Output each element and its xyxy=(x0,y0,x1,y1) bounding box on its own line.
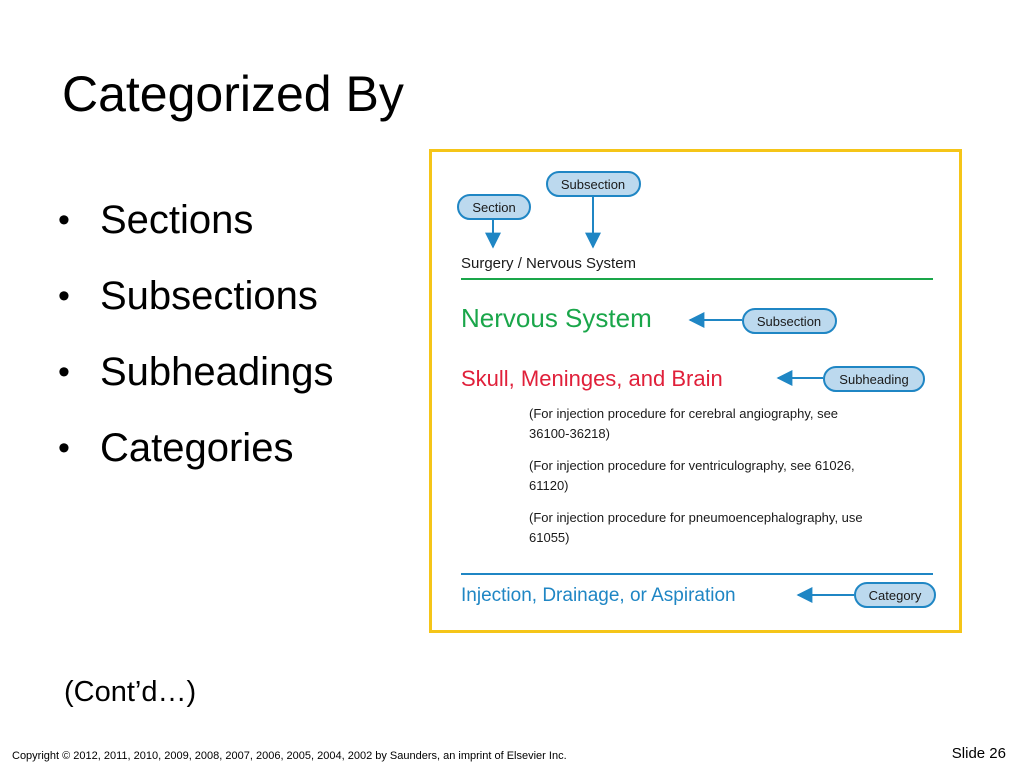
subsection-heading: Nervous System xyxy=(461,303,652,333)
bullet-item: • Categories xyxy=(58,410,334,486)
note-2-line-1: (For injection procedure for ventriculog… xyxy=(529,458,855,473)
category-pill-label: Category xyxy=(869,588,922,603)
subheading-pill-label: Subheading xyxy=(839,372,908,387)
bullet-dot-icon: • xyxy=(58,353,70,391)
note-2-line-2: 61120) xyxy=(529,478,569,493)
note-3-line-2: 61055) xyxy=(529,530,569,545)
copyright-footer: Copyright © 2012, 2011, 2010, 2009, 2008… xyxy=(12,750,567,762)
bullet-text: Subsections xyxy=(100,274,318,318)
bullet-list: • Sections • Subsections • Subheadings • Cat… xyxy=(58,182,334,486)
continued-note: (Cont’d…) xyxy=(64,676,197,708)
header-line-text: Surgery / Nervous System xyxy=(461,255,636,272)
section-pill-label: Section xyxy=(472,200,515,215)
subsection-pill-label: Subsection xyxy=(757,314,821,329)
slide-number: Slide 26 xyxy=(951,745,1006,762)
bullet-text: Subheadings xyxy=(100,350,334,394)
figure-canvas: Section Subsection Surgery / Nervous Sys… xyxy=(457,171,936,608)
bullet-dot-icon: • xyxy=(58,429,70,467)
bullet-text: Sections xyxy=(100,198,254,242)
subheading-heading: Skull, Meninges, and Brain xyxy=(461,366,723,391)
subsection-top-pill-label: Subsection xyxy=(561,177,625,192)
subsection-pill xyxy=(742,308,837,334)
bullet-item: • Subheadings xyxy=(58,334,334,410)
bullet-item: • Subsections xyxy=(58,258,334,334)
bullet-dot-icon: • xyxy=(58,277,70,315)
subheading-pill xyxy=(823,366,925,392)
category-pill xyxy=(854,582,936,608)
note-1-line-1: (For injection procedure for cerebral an… xyxy=(529,406,838,421)
section-pill xyxy=(457,194,531,220)
bullet-dot-icon: • xyxy=(58,201,70,239)
note-3-line-1: (For injection procedure for pneumoencep… xyxy=(529,510,863,525)
category-heading: Injection, Drainage, or Aspiration xyxy=(461,585,736,606)
slide-title: Categorized By xyxy=(62,66,404,122)
cpt-structure-figure: Section Subsection Surgery / Nervous Sys… xyxy=(429,149,962,633)
note-1-line-2: 36100-36218) xyxy=(529,426,610,441)
bullet-text: Categories xyxy=(100,426,294,470)
bullet-item: • Sections xyxy=(58,182,334,258)
subsection-top-pill xyxy=(546,171,641,197)
